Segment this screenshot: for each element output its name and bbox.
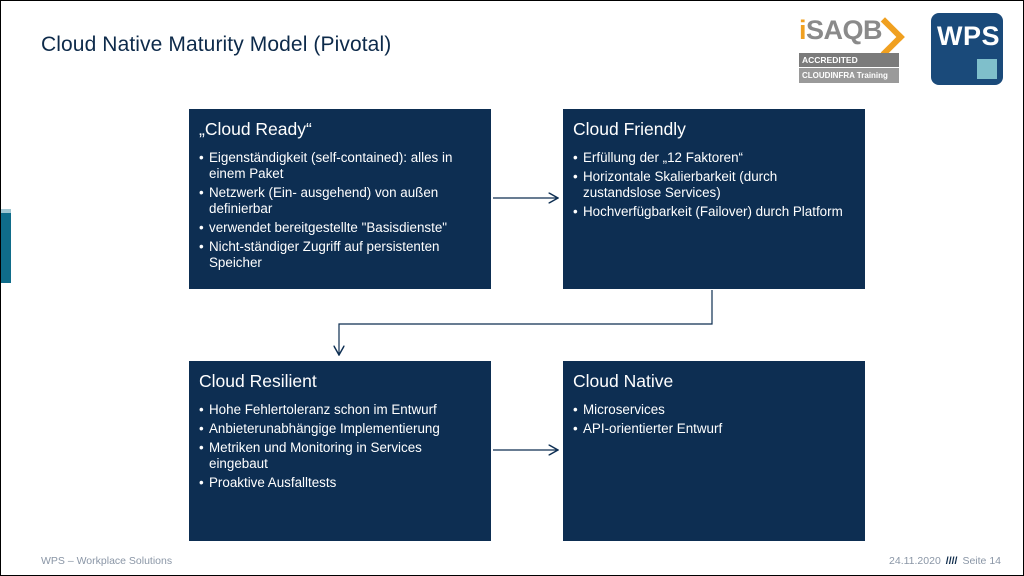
arrow-friendly-to-resilient [339,290,713,355]
wps-logo-square-icon [977,59,997,79]
bullet-item: Microservices [573,402,855,418]
box-heading: Cloud Native [573,371,674,391]
box-bullet-list: Eigenständigkeit (self-contained): alles… [199,150,481,271]
bullet-item: verwendet bereitgestellte "Basisdienste" [199,220,481,236]
box-cloud-ready: „Cloud Ready“ Eigenständigkeit (self-con… [189,109,491,289]
slide-side-marker-top [1,209,11,213]
box-cloud-friendly: Cloud Friendly Erfüllung der „12 Faktore… [563,109,865,289]
footer-meta: 24.11.2020 //// Seite 14 [889,555,1001,567]
bullet-item: Nicht-ständiger Zugriff auf persistenten… [199,239,481,271]
slide-title: Cloud Native Maturity Model (Pivotal) [41,33,392,56]
bullet-item: Horizontale Skalierbarkeit (durch zustan… [573,169,855,201]
box-heading: „Cloud Ready“ [199,119,312,139]
bullet-item: Proaktive Ausfalltests [199,475,481,491]
box-cloud-native: Cloud Native Microservices API-orientier… [563,361,865,541]
bullet-item: Netzwerk (Ein- ausgehend) von außen defi… [199,185,481,217]
bullet-item: Hohe Fehlertoleranz schon im Entwurf [199,402,481,418]
footer-company: WPS – Workplace Solutions [41,555,173,567]
bullet-item: Anbieterunabhängige Implementierung [199,421,481,437]
bullet-item: Hochverfügbarkeit (Failover) durch Platf… [573,204,855,220]
bullet-item: Eigenständigkeit (self-contained): alles… [199,150,481,182]
isaqb-logo: iSAQB ACCREDITED CLOUDINFRA Training [799,13,905,85]
wps-logo-text: WPS [937,21,1001,51]
bullet-item: Erfüllung der „12 Faktoren“ [573,150,855,166]
box-cloud-resilient: Cloud Resilient Hohe Fehlertoleranz scho… [189,361,491,541]
isaqb-wordmark: iSAQB [799,15,883,45]
wps-logo: WPS [931,13,1003,85]
bullet-item: Metriken und Monitoring in Services eing… [199,440,481,472]
box-bullet-list: Erfüllung der „12 Faktoren“ Horizontale … [573,150,855,220]
box-bullet-list: Hohe Fehlertoleranz schon im Entwurf Anb… [199,402,481,491]
isaqb-training-label: CLOUDINFRA Training [799,68,899,83]
footer-separator: //// [945,555,958,567]
box-heading: Cloud Resilient [199,371,317,391]
slide-side-marker [1,213,11,283]
bullet-item: API-orientierter Entwurf [573,421,855,437]
footer-date: 24.11.2020 [889,555,941,567]
footer-page-number: Seite 14 [962,555,1001,567]
box-bullet-list: Microservices API-orientierter Entwurf [573,402,855,437]
box-heading: Cloud Friendly [573,119,686,139]
isaqb-accredited-label: ACCREDITED [799,53,899,67]
